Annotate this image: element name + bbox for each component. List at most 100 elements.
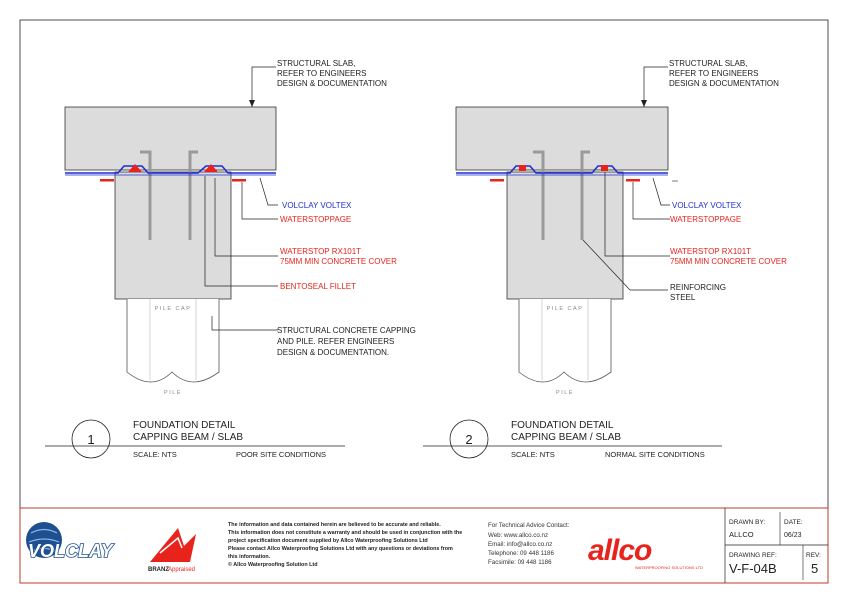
waterstop-rx101t — [601, 165, 608, 171]
label-rx101t-1: WATERSTOP RX101T — [280, 247, 361, 256]
waterstoppage — [232, 179, 246, 182]
date-value: 06/23 — [784, 532, 802, 539]
disclaimer-line: © Allco Waterproofing Solution Ltd — [228, 561, 318, 568]
detail-scale: SCALE: NTS — [133, 450, 177, 459]
title-block: VOLCLAY BRANZ Appraised The information … — [19, 507, 829, 584]
label-reinforcing-1: REINFORCING — [670, 283, 726, 292]
volclay-wordmark: VOLCLAY — [28, 541, 115, 561]
detail-scale: SCALE: NTS — [511, 450, 555, 459]
arrow — [249, 100, 255, 107]
detail-number-circle — [449, 419, 489, 459]
arrow — [641, 100, 647, 107]
pile-cap — [114, 171, 232, 300]
detail-title-1: FOUNDATION DETAIL — [133, 420, 236, 431]
reinforcing-bar — [188, 150, 198, 240]
drawing-ref-label: DRAWING REF: — [729, 552, 777, 559]
waterstoppage — [100, 179, 114, 182]
detail-condition: POOR SITE CONDITIONS — [236, 450, 326, 459]
label-slab-1: STRUCTURAL SLAB, — [277, 59, 355, 68]
contact-heading: For Technical Advice Contact: — [488, 522, 570, 529]
detail-number: 2 — [465, 432, 472, 447]
label-slab-2: REFER TO ENGINEERS — [277, 69, 367, 78]
leader-slab — [643, 66, 668, 107]
leader-capping — [211, 316, 278, 331]
leader-slab — [251, 66, 276, 107]
label-slab-2: REFER TO ENGINEERS — [669, 69, 759, 78]
waterstoppage — [626, 179, 640, 182]
detail-number: 1 — [87, 432, 94, 447]
contact-telephone: Telephone: 09 448 1186 — [488, 550, 555, 557]
leader-reinforcing — [582, 239, 668, 291]
label-pile: PILE — [164, 390, 182, 396]
label-slab-3: DESIGN & DOCUMENTATION — [669, 79, 779, 88]
detail-title-1: FOUNDATION DETAIL — [511, 420, 614, 431]
label-voltex: VOLCLAY VOLTEX — [672, 201, 742, 210]
bentoseal-fillet — [128, 164, 142, 172]
leader-waterstoppage — [632, 182, 670, 220]
contact-web[interactable]: Web: www.allco.co.nz — [488, 532, 548, 539]
structural-slab — [64, 106, 277, 171]
bentoseal-fillet — [204, 164, 218, 172]
allco-tagline: WATERPROOFING SOLUTIONS LTD — [635, 565, 703, 570]
disclaimer-line: The information and data contained herei… — [228, 522, 441, 528]
drawn-by-label: DRAWN BY: — [729, 519, 765, 526]
contact-facsimile: Facsimile: 09 448 1186 — [488, 559, 552, 566]
label-capping-2: AND PILE. REFER ENGINEERS — [277, 337, 394, 346]
volclay-logo: VOLCLAY — [26, 522, 115, 562]
label-slab-1: STRUCTURAL SLAB, — [669, 59, 747, 68]
detail-left: STRUCTURAL SLAB, REFER TO ENGINEERS DESI… — [45, 59, 416, 459]
leader-voltex — [259, 177, 278, 206]
detail-title-2: CAPPING BEAM / SLAB — [133, 432, 243, 443]
detail-right: STRUCTURAL SLAB, REFER TO ENGINEERS DESI… — [423, 59, 787, 459]
branz-text: BRANZ — [148, 567, 169, 573]
label-pile-cap: PILE CAP — [155, 306, 192, 312]
label-rx101t-2: 75MM MIN CONCRETE COVER — [280, 257, 397, 266]
reinforcing-bar — [533, 150, 545, 240]
detail-title-2: CAPPING BEAM / SLAB — [511, 432, 621, 443]
drawn-by-value: ALLCO — [729, 530, 754, 539]
waterstoppage — [490, 179, 504, 182]
label-pile-cap: PILE CAP — [547, 306, 584, 312]
leader-waterstoppage — [241, 182, 278, 220]
rev-label: REV: — [806, 552, 821, 559]
label-reinforcing-2: STEEL — [670, 293, 696, 302]
detail-condition: NORMAL SITE CONDITIONS — [605, 450, 705, 459]
label-pile: PILE — [556, 390, 574, 396]
reinforcing-bar — [580, 150, 590, 240]
label-capping-3: DESIGN & DOCUMENTATION. — [277, 348, 389, 357]
label-voltex: VOLCLAY VOLTEX — [282, 201, 352, 210]
disclaimer-line: This information does not constitute a w… — [228, 530, 462, 536]
date-label: DATE: — [784, 519, 803, 526]
label-waterstoppage: WATERSTOPPAGE — [670, 215, 741, 224]
volclay-voltex-membrane — [65, 165, 276, 174]
pile-cap — [506, 171, 624, 300]
label-rx101t-1: WATERSTOP RX101T — [670, 247, 751, 256]
reinforcing-bar — [140, 150, 152, 240]
volclay-voltex-membrane — [456, 165, 668, 174]
rev-value: 5 — [811, 561, 818, 576]
leader-rx101t — [214, 178, 278, 257]
contact-email[interactable]: Email: info@allco.co.nz — [488, 541, 552, 548]
allco-logo: allco WATERPROOFING SOLUTIONS LTD — [588, 534, 703, 570]
branz-mark-icon — [150, 528, 196, 562]
label-waterstoppage: WATERSTOPPAGE — [280, 215, 351, 224]
label-capping-1: STRUCTURAL CONCRETE CAPPING — [277, 326, 416, 335]
leader-bentoseal — [204, 176, 278, 287]
leader-rx101t — [604, 172, 670, 257]
disclaimer-line: this information. — [228, 554, 271, 560]
allco-wordmark: allco — [588, 534, 652, 567]
leader-voltex — [652, 177, 670, 206]
branz-logo: BRANZ Appraised — [148, 528, 196, 573]
detail-number-circle — [71, 419, 111, 459]
disclaimer-line: Please contact Allco Waterproofing Solut… — [228, 546, 453, 552]
structural-slab — [455, 106, 669, 171]
drawing-ref-value: V-F-04B — [729, 561, 777, 576]
label-slab-3: DESIGN & DOCUMENTATION — [277, 79, 387, 88]
waterstop-rx101t — [519, 165, 526, 171]
label-rx101t-2: 75MM MIN CONCRETE COVER — [670, 257, 787, 266]
disclaimer-line: project specification document supplied … — [228, 538, 428, 544]
title-block-border — [19, 507, 829, 584]
branz-appraised: Appraised — [168, 567, 195, 573]
label-bentoseal: BENTOSEAL FILLET — [280, 282, 356, 291]
